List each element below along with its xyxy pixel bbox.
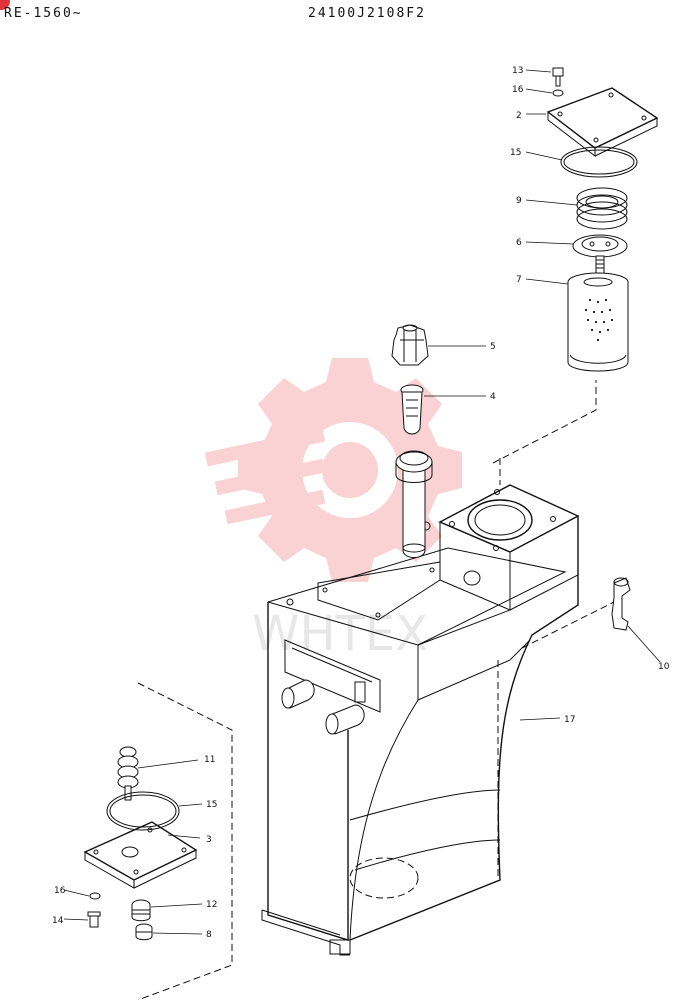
callout-17: 17: [564, 715, 575, 725]
drain-plate-part-3: [83, 821, 201, 889]
tank-leader-line: [519, 717, 561, 721]
callout-14: 14: [52, 916, 64, 926]
washer-part-16-top: [525, 88, 564, 97]
callout-4: 4: [490, 392, 496, 402]
o-ring-part-15-top: [525, 146, 638, 178]
elbow-fitting-part-10: [611, 577, 661, 663]
part-number-label: 24100J2108F2: [308, 6, 426, 21]
callout-16-bottom: 16: [54, 886, 66, 896]
callout-9: 9: [516, 196, 522, 206]
drain-assembly-outline: [137, 682, 233, 1000]
callout-3: 3: [206, 835, 212, 845]
filter-element-part-7: [525, 272, 629, 372]
callout-10: 10: [658, 662, 670, 672]
plug-part-12: [131, 899, 203, 922]
bolt-part-13: [525, 67, 564, 87]
red-corner-mark: [0, 0, 10, 10]
model-range-label: RE-1560~: [4, 6, 83, 21]
spring-part-9: [525, 187, 628, 230]
filler-neck: [395, 450, 433, 558]
callout-12: 12: [206, 900, 217, 910]
callout-13: 13: [512, 66, 523, 76]
callout-8: 8: [206, 930, 212, 940]
callout-7: 7: [516, 275, 522, 285]
strainer-part-4: [400, 384, 486, 435]
callout-15-bottom: 15: [206, 800, 217, 810]
plug-part-8: [135, 923, 203, 941]
washer-part-16-bottom: [63, 889, 101, 900]
hydraulic-tank-17: [261, 380, 619, 956]
valve-part-6: [525, 234, 628, 275]
callout-11: 11: [204, 755, 215, 765]
drain-valve-part-11: [117, 746, 199, 801]
callout-16-top: 16: [512, 85, 524, 95]
breather-cap-part-5: [391, 324, 486, 366]
callout-6: 6: [516, 238, 522, 248]
o-ring-part-15-bottom: [106, 791, 203, 831]
callout-15-top: 15: [510, 148, 521, 158]
watermark-text: WHTEX: [252, 606, 428, 662]
callout-5: 5: [490, 342, 496, 352]
bolt-part-14: [63, 911, 101, 928]
cover-plate-part-2: [526, 87, 659, 158]
callout-2: 2: [516, 111, 522, 121]
